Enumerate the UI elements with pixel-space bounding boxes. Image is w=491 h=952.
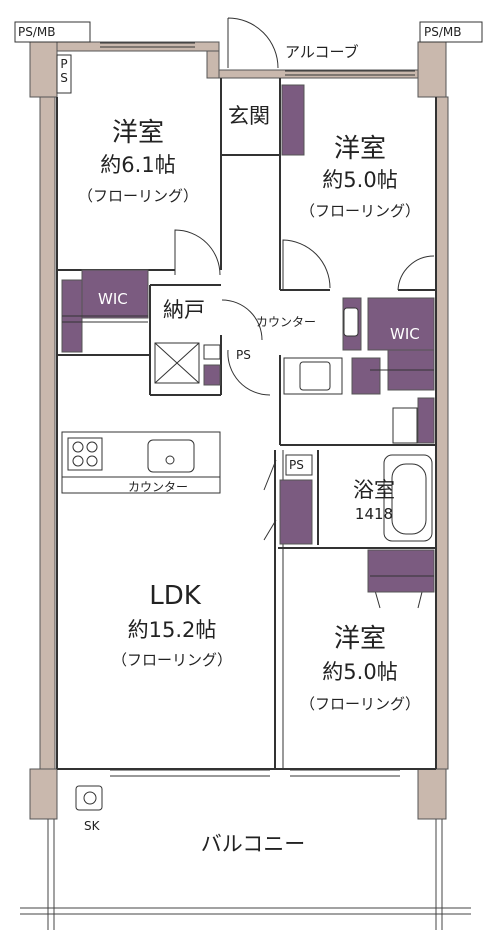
ps-mb-right-label: PS/MB [424, 25, 462, 39]
western1-floor: （フローリング） [77, 187, 198, 205]
western2-floor: （フローリング） [299, 202, 420, 220]
ps-small-label: P S [60, 57, 68, 85]
ps-mb-left-label: PS/MB [18, 25, 56, 39]
western3-name: 洋室 [333, 624, 386, 654]
ps-shaft [154, 342, 313, 476]
kitchen-fixtures [61, 307, 433, 811]
counter-wash-label: カウンター [256, 315, 317, 329]
windows [100, 42, 415, 777]
ldk-floor: （フローリング） [111, 651, 232, 669]
western3-floor: （フローリング） [299, 695, 420, 713]
western1-size: 約6.1帖 [100, 153, 176, 177]
ldk-name: LDK [149, 581, 201, 611]
ps-mb-boxes [14, 21, 483, 94]
western3-size: 約5.0帖 [322, 660, 398, 684]
balcony-label: バルコニー [200, 832, 306, 856]
western1-name: 洋室 [111, 118, 164, 148]
balcony-columns [20, 819, 471, 930]
western2-size: 約5.0帖 [322, 168, 398, 192]
bath-size: 1418 [354, 505, 394, 523]
ldk-size: 約15.2帖 [127, 618, 217, 642]
sk-label: SK [84, 819, 100, 833]
entrance-label: 玄関 [228, 104, 270, 128]
wic2-label: WIC [390, 325, 420, 343]
bath-name: 浴室 [353, 478, 395, 502]
counter-kitchen-label: カウンター [128, 480, 189, 494]
alcove-label: アルコーブ [285, 43, 359, 61]
storage-label: 納戸 [163, 298, 205, 322]
ps-mid-label: PS [236, 348, 251, 362]
interior-walls [56, 78, 437, 770]
counter-strips [62, 315, 434, 577]
wic1-label: WIC [98, 290, 128, 308]
ps-bath-label: PS [289, 458, 304, 472]
western2-name: 洋室 [333, 134, 386, 164]
